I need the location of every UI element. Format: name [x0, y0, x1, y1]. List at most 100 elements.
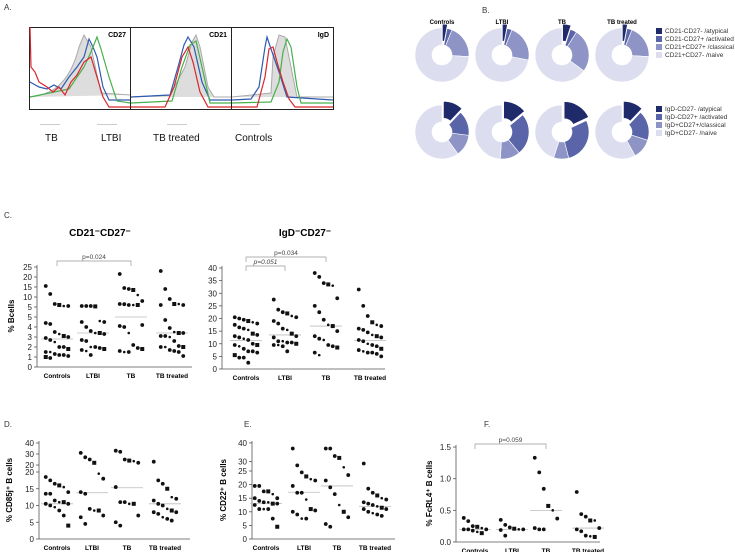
data-point-tb	[323, 478, 328, 483]
legend-dash-tb	[40, 124, 60, 125]
data-point-tb	[131, 501, 136, 506]
data-point-tb-treated	[384, 497, 389, 502]
chart-title: IgD⁻CD27⁻	[279, 228, 331, 239]
y-tick-label: 25	[23, 263, 32, 272]
legend-dash-ltbi	[97, 124, 117, 125]
y-tick-label: 4	[28, 323, 33, 332]
marker-label-cd27: CD27	[108, 32, 126, 39]
legend-label-ltbi: LTBI	[101, 133, 122, 144]
donut-slice-tb-0	[563, 101, 589, 125]
significance-bracket	[245, 265, 286, 271]
data-point-tb-treated	[366, 342, 370, 346]
data-point-ltbi	[517, 528, 521, 531]
curve-tb-treated	[231, 37, 333, 104]
data-point-tb-treated	[597, 526, 602, 530]
data-point-tb	[127, 502, 131, 506]
data-point-tb	[331, 284, 335, 287]
y-tick-label: 40	[238, 439, 247, 448]
data-point-tb-treated	[161, 515, 165, 519]
data-point-ltbi	[294, 334, 299, 339]
data-point-tb-treated	[588, 535, 592, 538]
data-point-controls	[255, 333, 260, 337]
data-point-tb-treated	[174, 496, 179, 501]
x-tick-label-tb-treated: TB treated	[354, 375, 386, 382]
legend-swatch	[656, 106, 662, 112]
data-point-controls	[266, 489, 271, 494]
data-point-tb-treated	[165, 507, 169, 511]
data-point-tb	[126, 287, 131, 291]
data-point-tb	[335, 296, 340, 301]
data-point-tb-treated	[181, 345, 186, 349]
data-point-tb-treated	[365, 314, 370, 318]
donut-title-controls: Controls	[430, 20, 455, 26]
y-tick-label: 10	[238, 508, 247, 517]
data-point-tb	[113, 520, 118, 525]
data-point-ltbi	[290, 446, 295, 451]
x-tick-label-tb: TB	[127, 373, 136, 380]
data-point-tb-treated	[163, 334, 168, 338]
x-tick-label-controls: Controls	[44, 545, 71, 552]
donut-slice-ltbi-3	[474, 27, 529, 83]
data-point-tb	[127, 331, 131, 335]
data-point-ltbi	[93, 304, 98, 309]
data-point-ltbi	[507, 525, 512, 530]
panel-label-b: B.	[482, 6, 490, 15]
data-point-ltbi	[271, 335, 276, 340]
data-point-tb	[117, 272, 122, 276]
legend-item: CD21-CD27- /atypical	[656, 27, 734, 35]
curve-controls	[130, 33, 231, 98]
data-point-tb-treated	[379, 335, 384, 340]
data-point-controls	[241, 317, 246, 322]
data-point-tb	[113, 485, 118, 489]
y-tick-label: 15	[23, 283, 32, 292]
data-point-controls	[57, 332, 61, 336]
y-tick-label: 5	[213, 352, 218, 361]
data-point-tb-treated	[163, 287, 168, 291]
histogram-igd: IgD	[231, 27, 334, 110]
data-point-ltbi	[102, 332, 107, 336]
data-point-controls	[66, 335, 71, 339]
x-tick-label-tb: TB	[123, 545, 132, 552]
donut-slice-ltbi-3	[474, 104, 503, 160]
data-point-tb	[140, 299, 145, 303]
x-tick-label-tb: TB	[542, 548, 551, 552]
data-point-ltbi	[276, 321, 281, 326]
data-point-ltbi	[295, 463, 300, 468]
data-point-controls	[48, 338, 53, 342]
p-value-label: p=0.051	[253, 259, 278, 266]
data-point-tb	[117, 324, 122, 328]
data-point-controls	[52, 481, 57, 486]
data-point-ltbi	[101, 476, 106, 481]
data-point-ltbi	[101, 513, 106, 518]
data-point-tb	[113, 448, 118, 453]
flow-histograms: CD27 CD21 IgD	[29, 27, 334, 110]
y-tick-label: 20	[23, 273, 32, 282]
data-point-controls	[252, 484, 257, 488]
legend-label: IgD+CD27+/classical	[665, 121, 726, 129]
data-point-controls	[61, 353, 66, 357]
data-point-controls	[266, 500, 270, 504]
data-point-tb	[321, 317, 326, 322]
donut-slice-ltbi-0	[502, 23, 508, 42]
data-point-tb-treated	[165, 486, 170, 491]
data-point-tb-treated	[158, 303, 163, 307]
data-point-ltbi	[512, 526, 517, 531]
data-point-tb-treated	[158, 269, 163, 273]
data-point-tb	[136, 513, 141, 518]
legend-label: CD21-CD27- /atypical	[665, 27, 729, 35]
data-point-controls	[270, 501, 275, 506]
data-point-ltbi	[290, 484, 295, 488]
y-axis-label: % CD22⁺ B cells	[219, 458, 228, 521]
data-point-tb-treated	[356, 348, 361, 352]
data-point-ltbi	[295, 490, 300, 495]
data-point-tb	[328, 524, 333, 529]
data-point-tb	[126, 350, 131, 354]
data-point-tb	[323, 522, 328, 526]
data-point-tb-treated	[375, 323, 379, 327]
y-tick-label: 15	[208, 327, 217, 336]
data-point-controls	[257, 507, 262, 511]
donut-slice-tb-treated-3	[594, 27, 650, 83]
